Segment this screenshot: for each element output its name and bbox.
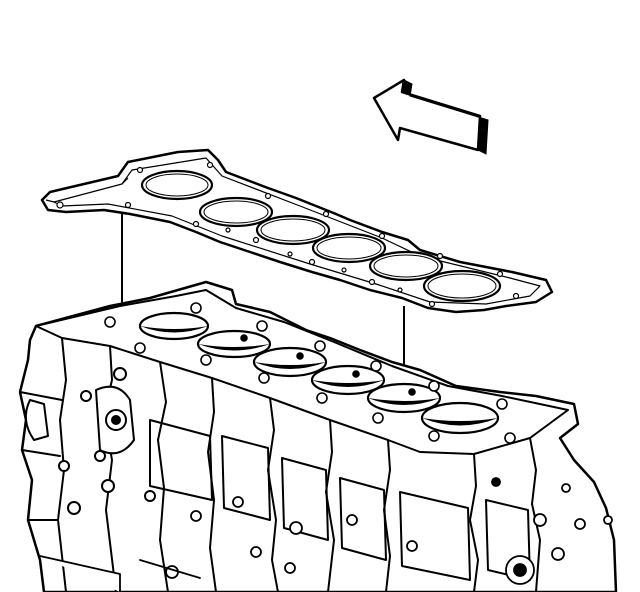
gasket-bore-group [140, 169, 502, 303]
gasket-bore-3 [255, 214, 331, 246]
engine-block [18, 280, 618, 592]
block-bore-1 [138, 311, 210, 341]
block-bore-3 [252, 346, 328, 378]
block-bore-2 [196, 329, 272, 359]
gasket-bolt-holes [56, 161, 520, 308]
block-side-ribs [19, 337, 541, 592]
deck-bolt-bosses [104, 302, 516, 444]
arrow-left-icon [372, 78, 489, 155]
gasket-bore-6 [422, 269, 502, 303]
block-bore-group [138, 311, 500, 435]
block-fasteners [39, 477, 613, 592]
gasket-bore-5 [368, 250, 444, 282]
gasket-bore-1 [140, 169, 214, 201]
cylinder-head-gasket [40, 148, 554, 314]
block-bore-6 [420, 401, 500, 435]
timing-end-features [24, 367, 156, 515]
gasket-bore-4 [311, 232, 387, 264]
gasket-bore-2 [198, 196, 274, 228]
